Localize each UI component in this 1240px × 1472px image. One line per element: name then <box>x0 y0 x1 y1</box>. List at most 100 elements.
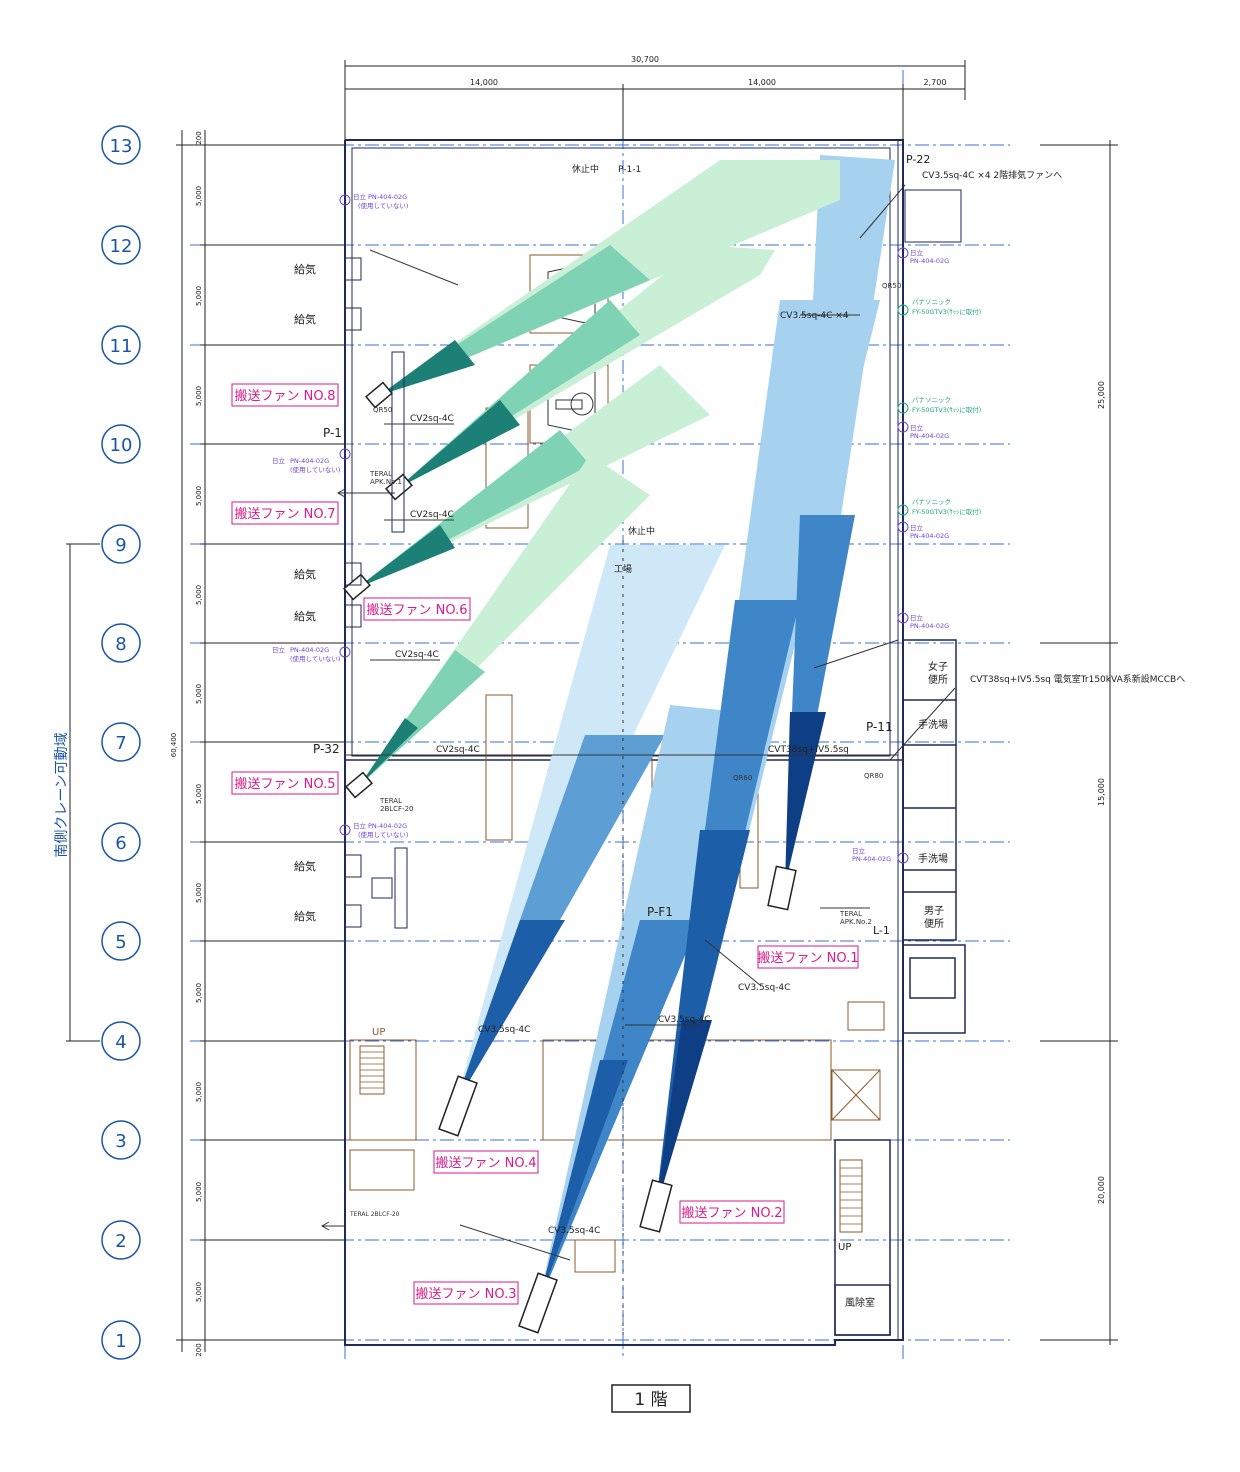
equipment-markers <box>339 194 909 864</box>
equip-label-qr50: QR50 <box>882 282 901 290</box>
dim-left-seg: 5,000 <box>195 186 203 206</box>
airflow-cone-fan-5 <box>360 718 418 785</box>
dim-left-seg: 200 <box>195 131 203 144</box>
room-label-men-wc: 男子 <box>924 905 944 917</box>
panel-label-p11-top: P-1-1 <box>618 165 641 175</box>
left-dimension-line <box>176 130 345 1352</box>
fan-label: 搬送ファン NO.6 <box>367 603 468 618</box>
exhaust-arrows <box>320 488 395 1231</box>
dim-left-seg: 5,000 <box>195 1282 203 1302</box>
dim-left-seg: 5,000 <box>195 784 203 804</box>
room-label-wash: 手洗場 <box>918 718 948 731</box>
equip-label-apk: APK.No.2 <box>840 918 872 926</box>
cable-label: CV3.5sq-4C <box>658 1015 710 1025</box>
cable-label: CV2sq-4C <box>410 414 454 424</box>
equip-note: PN-404-02G <box>368 822 407 830</box>
equip-note: 日立 <box>910 423 924 432</box>
supply-air-label: 給気 <box>294 609 316 623</box>
fan-label-box: 搬送ファン NO.2 <box>679 1200 785 1224</box>
crane-range-bracket <box>66 543 100 1042</box>
fan-label: 搬送ファン NO.4 <box>436 1156 537 1171</box>
supply-air-label: 給気 <box>294 262 316 276</box>
equip-label-teral: TERAL <box>379 797 402 805</box>
dim-top-a: 14,000 <box>470 78 498 87</box>
cable-label: CVT38sq+IV5.5sq 電気室Tr150kVA系新設MCCBへ <box>970 673 1185 685</box>
panel-label-p11: P-11 <box>866 720 893 734</box>
fan-label-box: 搬送ファン NO.1 <box>757 945 859 969</box>
equip-note: PN-404-02G <box>910 622 949 630</box>
equip-note: PN-404-02G <box>910 257 949 265</box>
equip-label-teral: TERAL <box>839 910 862 918</box>
fan-label-box: 搬送ファン NO.6 <box>363 597 471 621</box>
equip-note: 日立 <box>272 645 286 654</box>
fan-label-box: 搬送ファン NO.5 <box>231 771 339 795</box>
equip-note: PN-404-02G <box>910 532 949 540</box>
dim-left-seg: 200 <box>195 1343 203 1356</box>
dim-right-b: 15,000 <box>1097 778 1106 806</box>
fan-unit-4 <box>438 1075 478 1137</box>
grid-bubble: 6 <box>101 822 141 862</box>
airflow-cone-fan-3 <box>538 1060 628 1305</box>
svg-text:6: 6 <box>115 833 126 854</box>
status-inactive: 休止中 <box>628 525 655 537</box>
svg-text:4: 4 <box>115 1032 126 1053</box>
fan-label-box: 搬送ファン NO.3 <box>413 1281 519 1305</box>
dim-right-c: 20,000 <box>1097 1176 1106 1204</box>
panel-label-pf1: P-F1 <box>647 905 673 919</box>
room-label-women-wc: 女子 <box>928 660 948 673</box>
equip-note: PN-404-02G <box>852 855 891 863</box>
room-label-women-wc: 便所 <box>928 673 948 686</box>
airflow-cone-fan-7 <box>398 400 520 488</box>
dim-top-c: 2,700 <box>924 78 947 87</box>
grid-bubble: 11 <box>101 325 141 365</box>
fan-label-box: 搬送ファン NO.8 <box>231 383 339 407</box>
fan-label: 搬送ファン NO.3 <box>416 1287 517 1302</box>
fan-unit-8 <box>365 381 393 409</box>
cable-label: CV2sq-4C <box>395 650 439 660</box>
airflow-cone-fan-8 <box>380 340 475 395</box>
fan-label: 搬送ファン NO.1 <box>758 951 859 966</box>
dim-left-seg: 5,000 <box>195 883 203 903</box>
equip-note-panasonic: FY-50GTV3(ｻｯｼに取付) <box>912 307 981 316</box>
room-label-wash: 手洗場 <box>918 852 948 865</box>
room-label-men-wc: 便所 <box>924 917 944 930</box>
svg-text:3: 3 <box>115 1131 126 1152</box>
dim-left-seg: 5,000 <box>195 386 203 406</box>
dim-left-seg: 5,000 <box>195 585 203 605</box>
cable-label: CV2sq-4C <box>410 510 454 520</box>
equip-note-panasonic: FY-50GTV3(ｻｯｼに取付) <box>912 405 981 414</box>
supply-air-label: 給気 <box>294 312 316 326</box>
cable-label: CVT38sq+IV5.5sq <box>768 745 849 755</box>
supply-air-label: 給気 <box>294 859 316 873</box>
airflow-cone-fan-1 <box>785 712 826 885</box>
equip-label-teral: TERAL 2BLCF-20 <box>349 1211 400 1218</box>
top-dimension-line <box>344 60 966 140</box>
fan-cones-green <box>357 160 840 785</box>
fan-label-box: 搬送ファン NO.7 <box>231 501 339 525</box>
crane-range-label: 南側クレーン可動域 <box>54 732 70 857</box>
svg-text:2: 2 <box>115 1231 126 1252</box>
dim-left-seg: 5,000 <box>195 486 203 506</box>
cable-routes <box>345 184 956 1340</box>
cable-label: CV3.5sq-4C ×4 <box>780 311 849 321</box>
fan-unit-5 <box>345 771 373 799</box>
fan-label: 搬送ファン NO.2 <box>682 1206 783 1221</box>
panel-label-l1: L-1 <box>873 924 890 937</box>
equip-note: 日立 <box>272 456 286 465</box>
svg-text:8: 8 <box>115 634 126 655</box>
equip-note: PN-404-02G <box>290 646 329 654</box>
status-inactive: 休止中 <box>572 163 599 175</box>
grid-bubble: 13 <box>101 125 141 165</box>
grid-bubble: 8 <box>101 623 141 663</box>
dim-left-total: 60,400 <box>170 733 178 758</box>
svg-text:7: 7 <box>115 733 126 754</box>
equip-label-qr60: QR60 <box>733 774 752 782</box>
equip-note: (使用していない) <box>290 465 340 474</box>
equip-note-panasonic: パナソニック <box>912 298 951 306</box>
equip-note: 日立 <box>852 846 866 855</box>
cable-label: CV3.5sq-4C ×4 2階排気ファンへ <box>922 169 1062 181</box>
dim-left-seg: 5,000 <box>195 983 203 1003</box>
svg-text:9: 9 <box>115 535 126 556</box>
panel-label-p32: P-32 <box>313 742 340 756</box>
